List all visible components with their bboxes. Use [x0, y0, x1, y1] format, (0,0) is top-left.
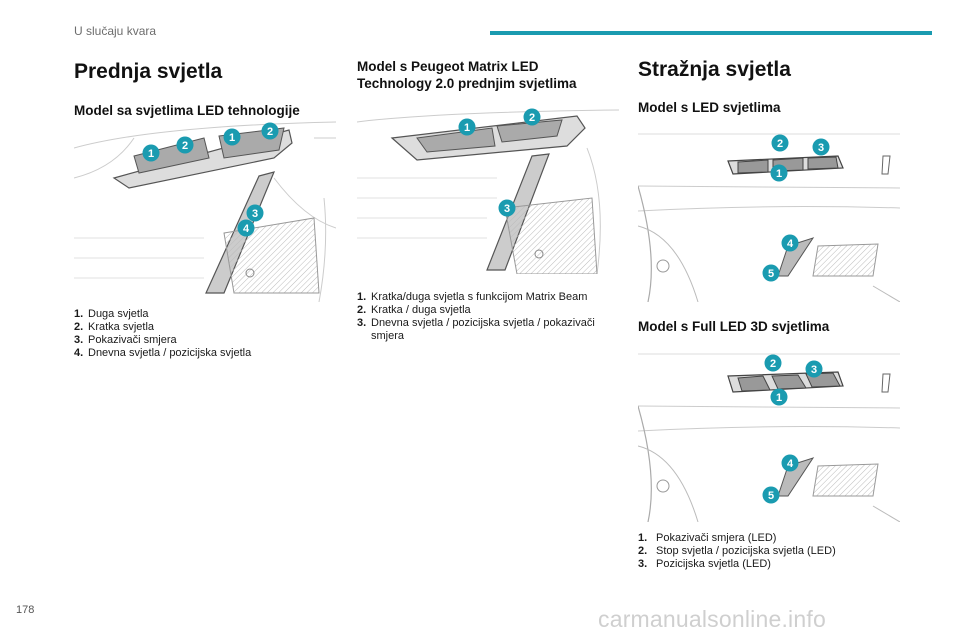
callout-badge: 2 — [523, 108, 541, 131]
list-item: 3.Dnevna svjetla / pozicijska svjetla / … — [357, 317, 595, 342]
callout-badge: 3 — [812, 138, 830, 161]
callout-badge: 4 — [781, 234, 799, 257]
svg-text:1: 1 — [229, 132, 235, 144]
list-item: 1.Pokazivači smjera (LED) — [638, 532, 777, 544]
svg-text:1: 1 — [776, 392, 782, 404]
svg-text:3: 3 — [504, 203, 510, 215]
svg-text:5: 5 — [768, 490, 774, 502]
front-model-b-legend: 1.Kratka/duga svjetla s funkcijom Matrix… — [357, 291, 619, 343]
svg-text:5: 5 — [768, 268, 774, 280]
list-item: 3.Pozicijska svjetla (LED) — [638, 558, 771, 570]
front-model-a-legend: 1.Duga svjetla 2.Kratka svjetla 3.Pokazi… — [74, 308, 344, 360]
callout-badge: 1 — [142, 144, 160, 167]
svg-text:2: 2 — [777, 138, 783, 150]
rear-lights-title: Stražnja svjetla — [638, 58, 791, 81]
callout-badge: 1 — [770, 164, 788, 187]
list-item: 4.Dnevna svjetla / pozicijska svjetla — [74, 347, 252, 359]
callout-badge: 2 — [261, 122, 279, 145]
list-item: 1.Kratka/duga svjetla s funkcijom Matrix… — [357, 291, 588, 303]
svg-text:1: 1 — [464, 122, 470, 134]
svg-text:2: 2 — [267, 126, 273, 138]
front-lights-title: Prednja svjetla — [74, 60, 223, 83]
callout-badge: 5 — [762, 264, 780, 287]
rear-led-lights-figure — [638, 126, 900, 302]
front-model-b-header: Model s Peugeot Matrix LED Technology 2.… — [357, 58, 607, 92]
header-accent-bar — [490, 31, 932, 35]
callout-badge: 2 — [771, 134, 789, 157]
list-item: 2.Kratka svjetla — [74, 321, 155, 333]
front-led-headlight-figure — [74, 118, 336, 302]
svg-text:3: 3 — [818, 142, 824, 154]
svg-text:3: 3 — [811, 364, 817, 376]
callout-badge: 2 — [176, 136, 194, 159]
svg-text:2: 2 — [770, 358, 776, 370]
callout-badge: 5 — [762, 486, 780, 509]
svg-text:4: 4 — [787, 458, 794, 470]
front-matrix-headlight-figure — [357, 108, 619, 274]
watermark: carmanualsonline.info — [598, 606, 826, 632]
callout-badge: 4 — [781, 454, 799, 477]
rear-model-b-header: Model s Full LED 3D svjetlima — [638, 318, 928, 335]
front-model-a-title: Model sa svjetlima LED tehnologije — [74, 103, 300, 118]
svg-text:2: 2 — [529, 112, 535, 124]
rear-model-a-title: Model s LED svjetlima — [638, 100, 781, 115]
callout-badge: 1 — [458, 118, 476, 141]
list-item: 2.Kratka / duga svjetla — [357, 304, 471, 316]
front-model-b-title: Model s Peugeot Matrix LED Technology 2.… — [357, 59, 577, 91]
rear-model-b-title: Model s Full LED 3D svjetlima — [638, 319, 830, 334]
callout-badge: 1 — [770, 388, 788, 411]
callout-badge: 3 — [498, 199, 516, 222]
front-lights-column: Prednja svjetla Model sa svjetlima LED t… — [74, 60, 344, 119]
running-header: U slučaju kvara — [74, 24, 157, 38]
list-item: 1.Duga svjetla — [74, 308, 149, 320]
svg-text:1: 1 — [776, 168, 782, 180]
rear-legend: 1.Pokazivači smjera (LED) 2.Stop svjetla… — [638, 532, 928, 571]
page-number: 178 — [16, 604, 35, 616]
svg-text:4: 4 — [787, 238, 794, 250]
callout-badge: 2 — [764, 354, 782, 377]
callout-badge: 1 — [223, 128, 241, 151]
list-item: 3.Pokazivači smjera — [74, 334, 177, 346]
list-item: 2.Stop svjetla / pozicijska svjetla (LED… — [638, 545, 836, 557]
callout-badge: 4 — [237, 219, 255, 242]
rear-lights-column: Stražnja svjetla Model s LED svjetlima — [638, 58, 928, 116]
svg-text:4: 4 — [243, 223, 250, 235]
svg-text:3: 3 — [252, 208, 258, 220]
svg-text:1: 1 — [148, 148, 154, 160]
callout-badge: 3 — [805, 360, 823, 383]
svg-text:2: 2 — [182, 140, 188, 152]
callout-badge: 3 — [246, 204, 264, 227]
